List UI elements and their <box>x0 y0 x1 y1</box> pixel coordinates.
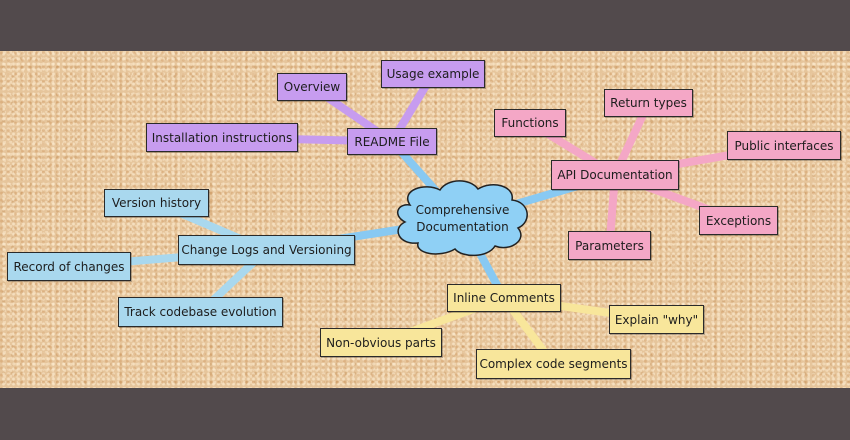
leaf-node-label: Exceptions <box>705 213 772 228</box>
leaf-node: Version history <box>104 189 209 217</box>
branch-node-label: README File <box>354 134 430 149</box>
leaf-node: Non-obvious parts <box>320 328 442 357</box>
branch-node: Change Logs and Versioning <box>178 235 355 265</box>
leaf-node: Complex code segments <box>476 349 631 379</box>
leaf-node-label: Functions <box>501 116 559 130</box>
branch-node-label: Inline Comments <box>453 291 555 305</box>
branch-node-label: API Documentation <box>557 168 673 182</box>
bottom-frame-bar <box>0 388 850 440</box>
leaf-node-label: Parameters <box>575 238 644 253</box>
center-line-1: Comprehensive <box>415 203 510 217</box>
leaf-node: Explain "why" <box>609 305 704 334</box>
branch-node: Inline Comments <box>447 284 561 312</box>
leaf-node: Record of changes <box>7 252 131 281</box>
leaf-node: Usage example <box>381 60 485 88</box>
cloud-shape <box>396 180 528 257</box>
leaf-node: Public interfaces <box>727 131 841 160</box>
leaf-node: Track codebase evolution <box>118 297 283 327</box>
leaf-node: Installation instructions <box>146 123 298 152</box>
leaf-node-label: Complex code segments <box>479 357 628 371</box>
branch-node: README File <box>347 128 437 155</box>
leaf-node: Parameters <box>568 231 651 260</box>
center-node-label: Comprehensive Documentation <box>400 202 525 236</box>
leaf-node-label: Track codebase evolution <box>124 305 277 319</box>
leaf-node: Exceptions <box>699 206 778 235</box>
leaf-node-label: Overview <box>283 80 341 94</box>
branch-node: API Documentation <box>551 160 679 190</box>
center-line-2: Documentation <box>416 220 509 234</box>
branch-node-label: Change Logs and Versioning <box>181 243 352 257</box>
leaf-node-label: Version history <box>111 196 202 210</box>
top-frame-bar <box>0 0 850 51</box>
leaf-node: Return types <box>604 89 693 117</box>
leaf-node-label: Explain "why" <box>614 312 699 327</box>
leaf-node-label: Return types <box>610 96 687 110</box>
leaf-node: Overview <box>277 73 347 101</box>
leaf-node-label: Usage example <box>386 67 480 81</box>
leaf-node: Functions <box>494 109 566 137</box>
leaf-node-label: Non-obvious parts <box>326 335 436 350</box>
leaf-node-label: Record of changes <box>13 259 125 274</box>
leaf-node-label: Public interfaces <box>734 138 834 153</box>
leaf-node-label: Installation instructions <box>151 130 293 145</box>
